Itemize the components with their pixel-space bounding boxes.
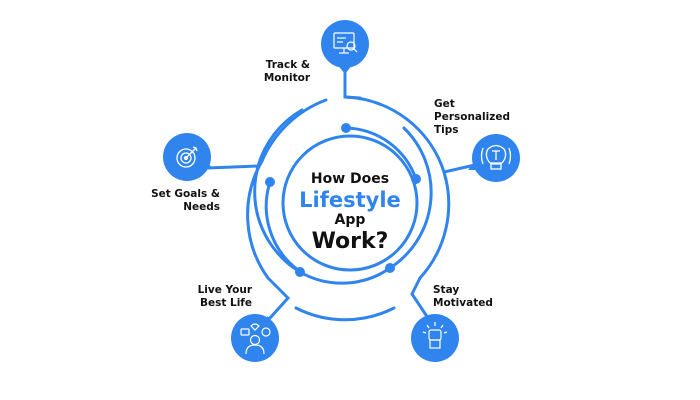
raised-fist-icon	[422, 322, 448, 349]
node-tips	[468, 134, 520, 182]
label-best-life-line2: Best Life	[199, 297, 252, 309]
title-line-2: Lifestyle	[299, 188, 401, 212]
dot-left	[265, 177, 275, 187]
label-track-line2: Monitor	[263, 72, 310, 84]
connector-goals	[206, 159, 264, 170]
dot-bottom-left	[295, 267, 305, 277]
title-line-4: Work?	[311, 229, 389, 254]
arc-outer-left	[253, 108, 304, 274]
connector-motivated	[410, 276, 430, 320]
label-tips: Get Personalized Tips	[434, 98, 524, 137]
node-best-life	[231, 314, 279, 362]
connector-tips	[442, 163, 477, 182]
ring-bottom	[294, 306, 396, 322]
lightbulb-icon	[480, 144, 512, 170]
arc-top-inner	[344, 126, 418, 181]
label-motivated-line2: Motivated	[433, 297, 493, 309]
arc-left-inner	[264, 180, 300, 272]
connector-track	[343, 66, 362, 100]
person-lifestyle-icon	[240, 323, 271, 355]
label-goals: Set Goals & Needs	[140, 188, 220, 214]
monitor-search-icon	[333, 32, 358, 54]
label-tips-line1: Get	[434, 98, 455, 110]
ring-right	[418, 170, 451, 280]
center-title: How Does Lifestyle App Work?	[280, 170, 420, 254]
label-motivated: Stay Motivated	[433, 284, 523, 310]
node-goals	[163, 133, 212, 181]
connector-best-life	[266, 276, 291, 320]
node-track	[321, 20, 369, 74]
label-track: Track & Monitor	[248, 59, 310, 85]
label-best-life-line1: Live Your	[197, 284, 252, 296]
label-tips-line3: Tips	[434, 124, 459, 136]
arc-bottom-inner	[298, 266, 392, 285]
dot-bottom-right	[385, 263, 395, 273]
label-goals-line1: Set Goals &	[151, 188, 220, 200]
label-best-life: Live Your Best Life	[180, 284, 252, 310]
node-motivated	[411, 314, 459, 362]
label-tips-line2: Personalized	[434, 111, 510, 123]
title-line-1: How Does	[310, 171, 390, 187]
dot-top	[341, 123, 351, 133]
ring-top-right	[343, 95, 446, 174]
center-circle	[281, 134, 419, 272]
ring-top-left	[260, 98, 328, 163]
target-icon	[176, 146, 198, 168]
ring-left	[246, 159, 270, 280]
label-goals-line2: Needs	[183, 201, 220, 213]
label-track-line1: Track &	[265, 59, 310, 71]
label-motivated-line1: Stay	[433, 284, 460, 296]
title-line-3: App	[334, 212, 366, 228]
arc-outer-right	[388, 126, 433, 270]
dot-right	[411, 174, 421, 184]
